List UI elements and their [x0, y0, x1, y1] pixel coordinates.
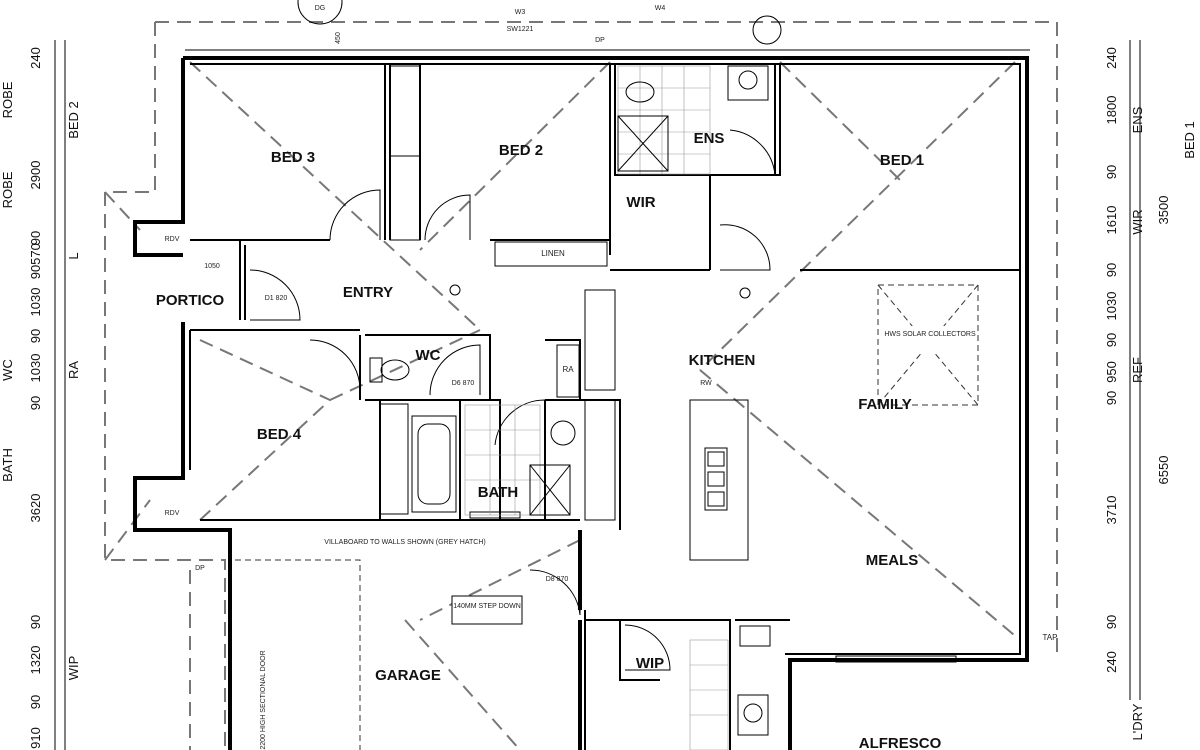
door-d1: D1 820	[265, 295, 288, 302]
dim-left-2: BED 2	[66, 101, 81, 139]
ra-label: RA	[562, 365, 574, 374]
dim-left-1: ROBE	[0, 81, 15, 118]
door-d6: D6 870	[452, 380, 475, 387]
window-w4: W4	[655, 5, 666, 12]
garage-door: 140MM STEP DOWN	[235, 559, 523, 750]
hws-solar-label: HWS SOLAR COLLECTORS	[884, 331, 976, 338]
ensuite-fixtures	[617, 65, 769, 175]
dim-right-10: 90	[1104, 333, 1119, 347]
dim-left-7: L	[66, 252, 81, 259]
dim-right-5: WIR	[1130, 209, 1145, 234]
left-dimensions: 240 ROBE BED 2 2900 ROBE 90 570 L 90 103…	[0, 47, 81, 749]
rdv-bottom-label: RDV	[165, 510, 180, 517]
dimension-rails	[54, 40, 1141, 750]
dim-right-0: 240	[1104, 47, 1119, 69]
dim-right-6: 3500	[1156, 196, 1171, 225]
dim-right-12: REF	[1130, 357, 1145, 383]
room-alfresco: ALFRESCO	[859, 735, 942, 750]
tap-label: TAP	[1043, 633, 1058, 642]
rdv-top-label: RDV	[165, 236, 180, 243]
dim-left-11: 1030	[28, 354, 43, 383]
interior-walls	[190, 64, 1020, 750]
room-bed4: BED 4	[257, 426, 302, 443]
dim-left-16: 3620	[28, 494, 43, 523]
dim-left-0: 240	[28, 47, 43, 69]
roof-hip-lines	[104, 61, 1021, 750]
dim-left-3: 2900	[28, 161, 43, 190]
dim-right-13: 90	[1104, 391, 1119, 405]
dg-label: DG	[315, 5, 326, 12]
right-dimensions: 240 1800 ENS 90 1610 WIR 3500 BED 1 90 1…	[1104, 47, 1197, 740]
room-wc: WC	[416, 347, 441, 364]
dim-left-19: WIP	[66, 656, 81, 681]
dp-top-label: DP	[595, 37, 605, 44]
dim-right-8: 90	[1104, 263, 1119, 277]
dim-right-18: L'DRY	[1130, 703, 1145, 740]
door-d8: D8 870	[546, 576, 569, 583]
dim-left-6: 570	[28, 243, 43, 265]
room-bed1: BED 1	[880, 152, 924, 169]
dim-1050: 1050	[204, 263, 220, 270]
hws-solar-box: HWS SOLAR COLLECTORS	[877, 284, 979, 406]
dim-left-4: ROBE	[0, 171, 15, 208]
dim-left-17: 90	[28, 615, 43, 629]
linen-label: LINEN	[541, 249, 565, 258]
dim-left-13: RA	[66, 361, 81, 379]
dim-450: 450	[335, 32, 342, 44]
room-meals: MEALS	[866, 552, 919, 569]
dim-right-15: 3710	[1104, 496, 1119, 525]
dim-left-21: 910	[28, 727, 43, 749]
room-kitchen: KITCHEN	[689, 352, 756, 369]
dim-left-10: 90	[28, 329, 43, 343]
dim-right-17: 240	[1104, 651, 1119, 673]
room-entry: ENTRY	[343, 284, 393, 301]
dp-left-label: DP	[195, 565, 205, 572]
dim-left-18: 1320	[28, 646, 43, 675]
room-family: FAMILY	[858, 396, 912, 413]
room-bath: BATH	[478, 484, 519, 501]
exterior-walls	[133, 56, 1029, 750]
window-w3: W3	[515, 9, 526, 16]
garage-door-label: 2200 HIGH SECTIONAL DOOR	[260, 650, 267, 749]
dim-right-3: 90	[1104, 165, 1119, 179]
eaves-outline	[104, 21, 1058, 750]
rw-label: RW	[700, 380, 712, 387]
laundry-fixtures	[689, 625, 771, 750]
dim-right-16: 90	[1104, 615, 1119, 629]
dim-right-7: BED 1	[1182, 121, 1197, 159]
room-bed3: BED 3	[271, 149, 315, 166]
window-w3-size: SW1221	[507, 26, 534, 33]
dim-right-14: 6550	[1156, 456, 1171, 485]
room-ens: ENS	[694, 130, 725, 147]
bathroom-fixtures	[369, 344, 580, 516]
dim-right-9: 1030	[1104, 292, 1119, 321]
room-wip: WIP	[636, 655, 664, 672]
kitchen-island	[584, 289, 749, 561]
dim-right-1: 1800	[1104, 96, 1119, 125]
villaboard-label: VILLABOARD TO WALLS SHOWN (GREY HATCH)	[324, 539, 485, 546]
dim-left-12: WC	[0, 359, 15, 381]
windows	[185, 49, 1030, 663]
dim-right-11: 950	[1104, 361, 1119, 383]
room-portico: PORTICO	[156, 292, 225, 309]
doors	[249, 129, 776, 671]
dim-right-2: ENS	[1130, 106, 1145, 133]
room-wir: WIR	[626, 194, 655, 211]
dim-left-15: BATH	[0, 448, 15, 482]
dim-left-9: 1030	[28, 288, 43, 317]
dim-left-8: 90	[28, 265, 43, 279]
dim-right-4: 1610	[1104, 206, 1119, 235]
step-down-label: 140MM STEP DOWN	[453, 603, 521, 610]
dim-left-5: 90	[28, 231, 43, 245]
room-garage: GARAGE	[375, 667, 441, 684]
robe-cabinets	[379, 65, 608, 515]
markers	[297, 0, 782, 299]
room-bed2: BED 2	[499, 142, 543, 159]
dim-left-20: 90	[28, 695, 43, 709]
dim-left-14: 90	[28, 396, 43, 410]
